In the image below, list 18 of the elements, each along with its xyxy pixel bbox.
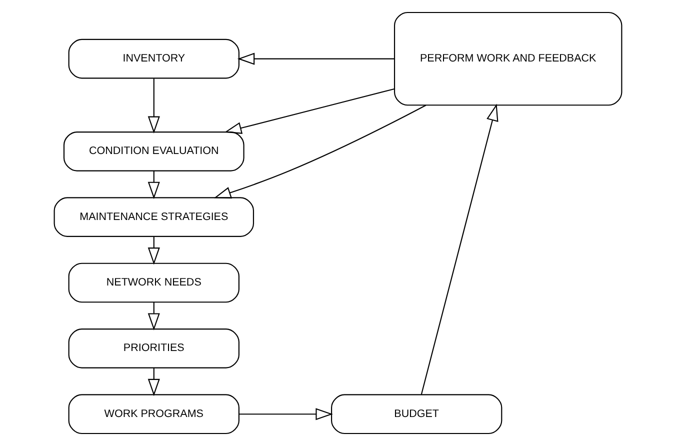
arrow	[214, 104, 426, 198]
arrow	[237, 52, 394, 65]
node-box: WORK PROGRAMS	[68, 394, 240, 434]
node-box: INVENTORY	[68, 38, 240, 79]
arrow	[148, 302, 160, 330]
node-box: CONDITION EVALUATION	[63, 131, 244, 172]
arrow	[420, 104, 498, 394]
arrow	[239, 408, 333, 420]
arrow	[148, 236, 160, 265]
arrow	[148, 78, 160, 134]
node-box: PRIORITIES	[68, 328, 240, 368]
arrow	[148, 368, 160, 396]
node-box: BUDGET	[331, 394, 502, 434]
arrow	[224, 88, 394, 134]
node-box: MAINTENANCE STRATEGIES	[54, 197, 254, 237]
node-box: PERFORM WORK AND FEEDBACK	[394, 12, 622, 106]
node-box: NETWORK NEEDS	[68, 262, 240, 303]
arrow	[148, 170, 160, 200]
